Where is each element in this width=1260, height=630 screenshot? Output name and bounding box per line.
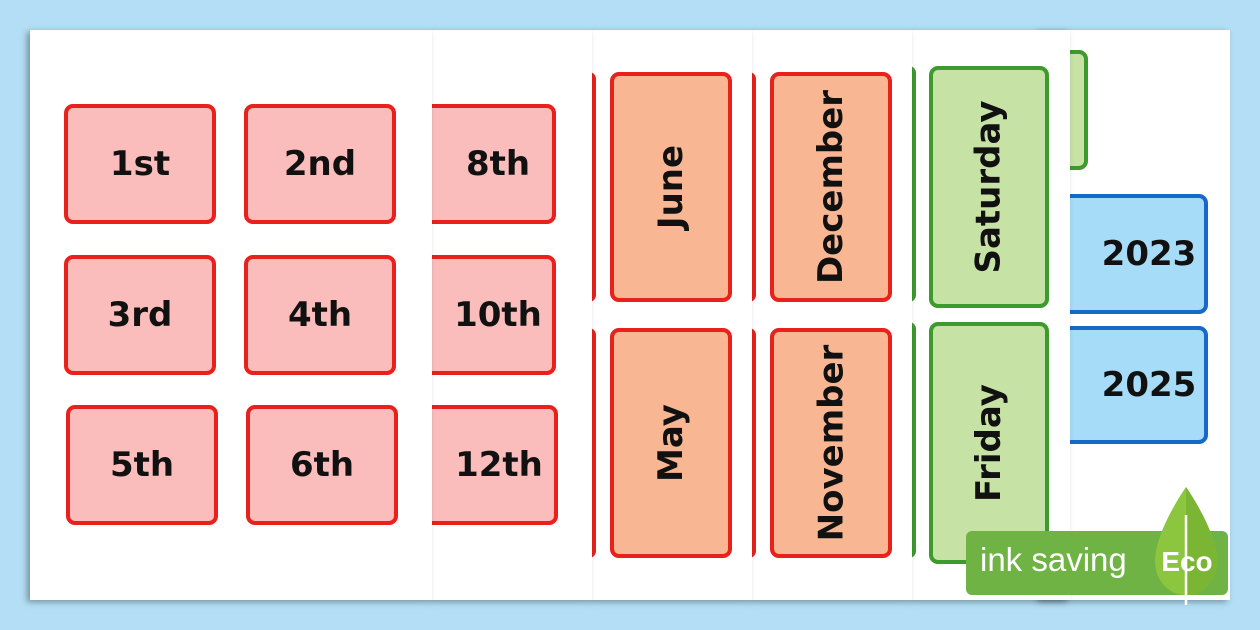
card-label: 12th — [455, 445, 543, 485]
card-label: June — [651, 144, 691, 230]
sheet-months-a: June May — [592, 30, 752, 600]
card-ordinal-6th: 6th — [246, 405, 398, 525]
card-label: May — [651, 404, 691, 482]
card-ordinal-1st: 1st — [64, 104, 216, 224]
card-label: 2nd — [283, 144, 357, 184]
sheet-ordinals-front: 1st 2nd 3rd 4th 5th 6th — [30, 30, 432, 600]
card-label: 3rd — [107, 295, 173, 335]
card-label: 1st — [109, 144, 171, 184]
card-ordinal-8th: 8th — [432, 104, 556, 224]
eco-label: Eco — [1161, 546, 1213, 577]
card-label: 10th — [454, 295, 542, 335]
card-ordinal-10th: 10th — [432, 255, 556, 375]
card-label: Friday — [969, 384, 1009, 502]
card-label: 6th — [289, 445, 355, 485]
sheet-months-b: December November — [752, 30, 912, 600]
card-label: December — [811, 89, 851, 285]
sheet-ordinals-back: 8th 10th 12th — [432, 30, 592, 600]
card-day-saturday: Saturday — [929, 66, 1049, 308]
card-label: 2025 — [1101, 365, 1197, 405]
card-label: 2023 — [1101, 234, 1197, 274]
card-partial-green — [912, 322, 916, 558]
card-ordinal-3rd: 3rd — [64, 255, 216, 375]
card-label: Saturday — [969, 100, 1009, 274]
card-label: 4th — [287, 295, 353, 335]
card-day-friday: Friday — [929, 322, 1049, 564]
card-partial-green — [912, 66, 916, 302]
leaf-icon — [1155, 487, 1217, 605]
card-ordinal-4th: 4th — [244, 255, 396, 375]
badge-text: ink saving — [980, 541, 1127, 578]
card-ordinal-5th: 5th — [66, 405, 218, 525]
card-month-may: May — [610, 328, 732, 558]
card-label: 8th — [465, 144, 531, 184]
card-year-2023: 2023 — [1060, 194, 1208, 314]
card-month-november: November — [770, 328, 892, 558]
card-partial-orange — [752, 72, 756, 302]
card-partial-orange — [592, 72, 596, 302]
card-ordinal-12th: 12th — [432, 405, 558, 525]
sheet-years: 2023 2025 — [1040, 30, 1230, 600]
card-label: November — [811, 344, 852, 542]
card-month-june: June — [610, 72, 732, 302]
card-partial-orange — [752, 328, 756, 558]
card-label: 5th — [109, 445, 175, 485]
card-year-2025: 2025 — [1060, 326, 1208, 444]
card-month-december: December — [770, 72, 892, 302]
card-ordinal-2nd: 2nd — [244, 104, 396, 224]
card-partial-orange — [592, 328, 596, 558]
sheet-days: Saturday Friday — [912, 30, 1070, 600]
